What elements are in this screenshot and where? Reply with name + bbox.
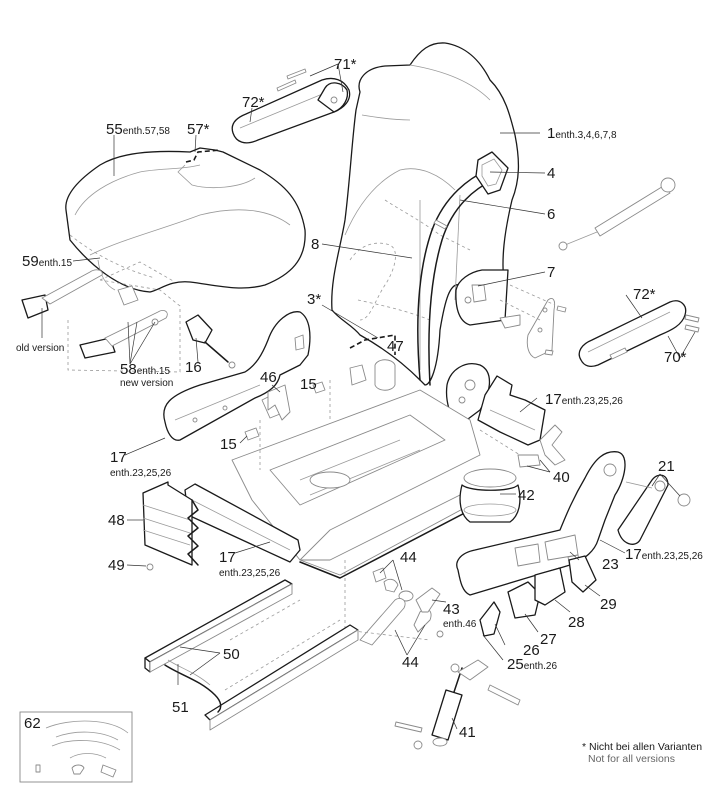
backrest bbox=[331, 42, 520, 426]
callout-50[interactable]: 50 bbox=[223, 646, 240, 663]
armrest-left bbox=[231, 68, 351, 144]
callout-6[interactable]: 6 bbox=[547, 206, 556, 223]
callout-7[interactable]: 7 bbox=[547, 264, 556, 281]
side-cover-left-upper bbox=[163, 311, 311, 441]
hinge-46 bbox=[267, 384, 291, 421]
seat-cushion bbox=[65, 147, 306, 293]
callout-44-bottom[interactable]: 44 bbox=[402, 654, 419, 671]
callout-17-right-upper[interactable]: 17enth.23,25,26 bbox=[545, 391, 623, 408]
callout-3[interactable]: 3* bbox=[307, 291, 322, 308]
callout-21[interactable]: 21 bbox=[658, 458, 675, 475]
callout-70[interactable]: 70* bbox=[664, 349, 687, 366]
brackets-40 bbox=[479, 424, 566, 468]
callout-57[interactable]: 57* bbox=[187, 121, 210, 138]
pivot-parts-44 bbox=[359, 567, 444, 646]
part-43 bbox=[415, 587, 441, 613]
switch-25-26 bbox=[479, 601, 501, 637]
callout-43-sub: enth.46 bbox=[443, 619, 477, 630]
callout-17-left-lower-sub: enth.23,25,26 bbox=[219, 568, 281, 579]
callout-4[interactable]: 4 bbox=[547, 165, 556, 182]
air-spring bbox=[459, 468, 521, 523]
callout-23[interactable]: 23 bbox=[602, 556, 619, 573]
callout-58[interactable]: 58enth.15 bbox=[120, 361, 171, 378]
callout-72-top[interactable]: 72* bbox=[242, 94, 265, 111]
callout-1[interactable]: 1enth.3,4,6,7,8 bbox=[547, 125, 617, 142]
callout-new-version: new version bbox=[120, 378, 174, 389]
callout-42[interactable]: 42 bbox=[518, 487, 535, 504]
callout-47[interactable]: 47 bbox=[387, 338, 404, 355]
recliner-bracket bbox=[499, 284, 567, 359]
callout-41[interactable]: 41 bbox=[459, 724, 476, 741]
lever-21 bbox=[617, 474, 691, 545]
belt-buckle bbox=[185, 314, 236, 369]
armrest-right bbox=[578, 300, 700, 367]
footnote-en: Not for all versions bbox=[588, 753, 675, 765]
callout-49[interactable]: 49 bbox=[108, 557, 125, 574]
shock-absorber bbox=[394, 659, 521, 750]
callout-26[interactable]: 26 bbox=[523, 642, 540, 659]
callout-25[interactable]: 25enth.26 bbox=[507, 656, 558, 673]
callout-46[interactable]: 46 bbox=[260, 369, 277, 386]
clip-15a bbox=[312, 381, 326, 394]
callout-15-lower[interactable]: 15 bbox=[220, 436, 237, 453]
callout-51[interactable]: 51 bbox=[172, 699, 189, 716]
kit-62-box[interactable] bbox=[19, 711, 133, 783]
callout-55[interactable]: 55enth.57,58 bbox=[106, 121, 170, 138]
switches bbox=[507, 554, 597, 619]
callout-29[interactable]: 29 bbox=[600, 596, 617, 613]
callout-17-right-lower[interactable]: 17enth.23,25,26 bbox=[625, 546, 703, 563]
callout-old-version: old version bbox=[16, 343, 65, 354]
footnote-de: * Nicht bei allen Varianten bbox=[582, 741, 703, 753]
callout-72-right[interactable]: 72* bbox=[633, 286, 656, 303]
callout-62[interactable]: 62 bbox=[24, 715, 41, 732]
callout-17-left-upper[interactable]: 17 bbox=[110, 449, 127, 466]
callout-59[interactable]: 59enth.15 bbox=[22, 253, 73, 270]
callout-28[interactable]: 28 bbox=[568, 614, 585, 631]
callout-17-left-lower[interactable]: 17 bbox=[219, 549, 236, 566]
side-cover-right-upper bbox=[477, 375, 546, 446]
callout-71[interactable]: 71* bbox=[334, 56, 357, 73]
gas-spring bbox=[558, 177, 676, 251]
callout-44-top[interactable]: 44 bbox=[400, 549, 417, 566]
leader-lines bbox=[41, 63, 696, 730]
callout-17-left-upper-sub: enth.23,25,26 bbox=[110, 468, 172, 479]
callout-40[interactable]: 40 bbox=[553, 469, 570, 486]
callout-27[interactable]: 27 bbox=[540, 631, 557, 648]
callout-16[interactable]: 16 bbox=[185, 359, 202, 376]
guide-dash bbox=[344, 560, 431, 641]
seat-rails bbox=[144, 579, 359, 731]
callout-43[interactable]: 43 bbox=[443, 601, 460, 618]
callout-48[interactable]: 48 bbox=[108, 512, 125, 529]
callout-8[interactable]: 8 bbox=[311, 236, 320, 253]
callout-15-upper[interactable]: 15 bbox=[300, 376, 317, 393]
clip-15b bbox=[244, 427, 260, 441]
bellows bbox=[142, 481, 199, 571]
